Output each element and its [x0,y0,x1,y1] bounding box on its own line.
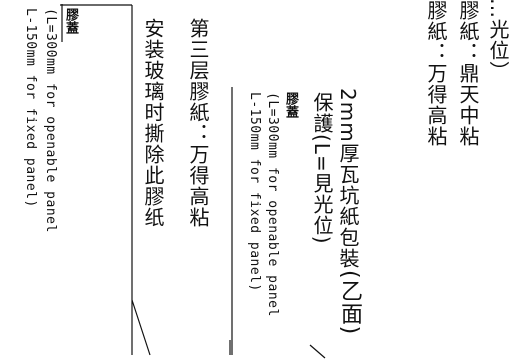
left-note-tape-label: 膠蓋 [63,8,78,34]
mid-note-protect: 保護(L=見光位) [310,92,334,245]
right-note-line1: …光位） [486,0,510,82]
mid-note-fixed: L-150mm for fixed panel) [247,92,262,292]
mid-note-openable: (L=300mm for openable panel [265,92,280,317]
mid-note-title: 2mm厚瓦坑紙包裝 [336,88,360,269]
leader-diagonal [131,299,151,356]
left-note-openable: (L=300mm for openable panel [43,8,58,233]
left-note-fixed: L-150mm for fixed panel) [23,8,38,208]
right-note-line3: 膠紙：万得高粘 [424,0,448,147]
mid-note-tape-label: 膠蓋 [283,92,298,118]
leader-diagonal-mid [309,344,326,359]
left-note-remove: 安装玻璃时撕除此膠纸 [141,18,165,228]
left-note-layer3: 第三层膠紙：万得高粘 [186,18,210,228]
right-note-line2: 膠紙：鼎天中粘 [456,0,480,147]
mid-note-scribble: (乙面) [337,270,362,336]
